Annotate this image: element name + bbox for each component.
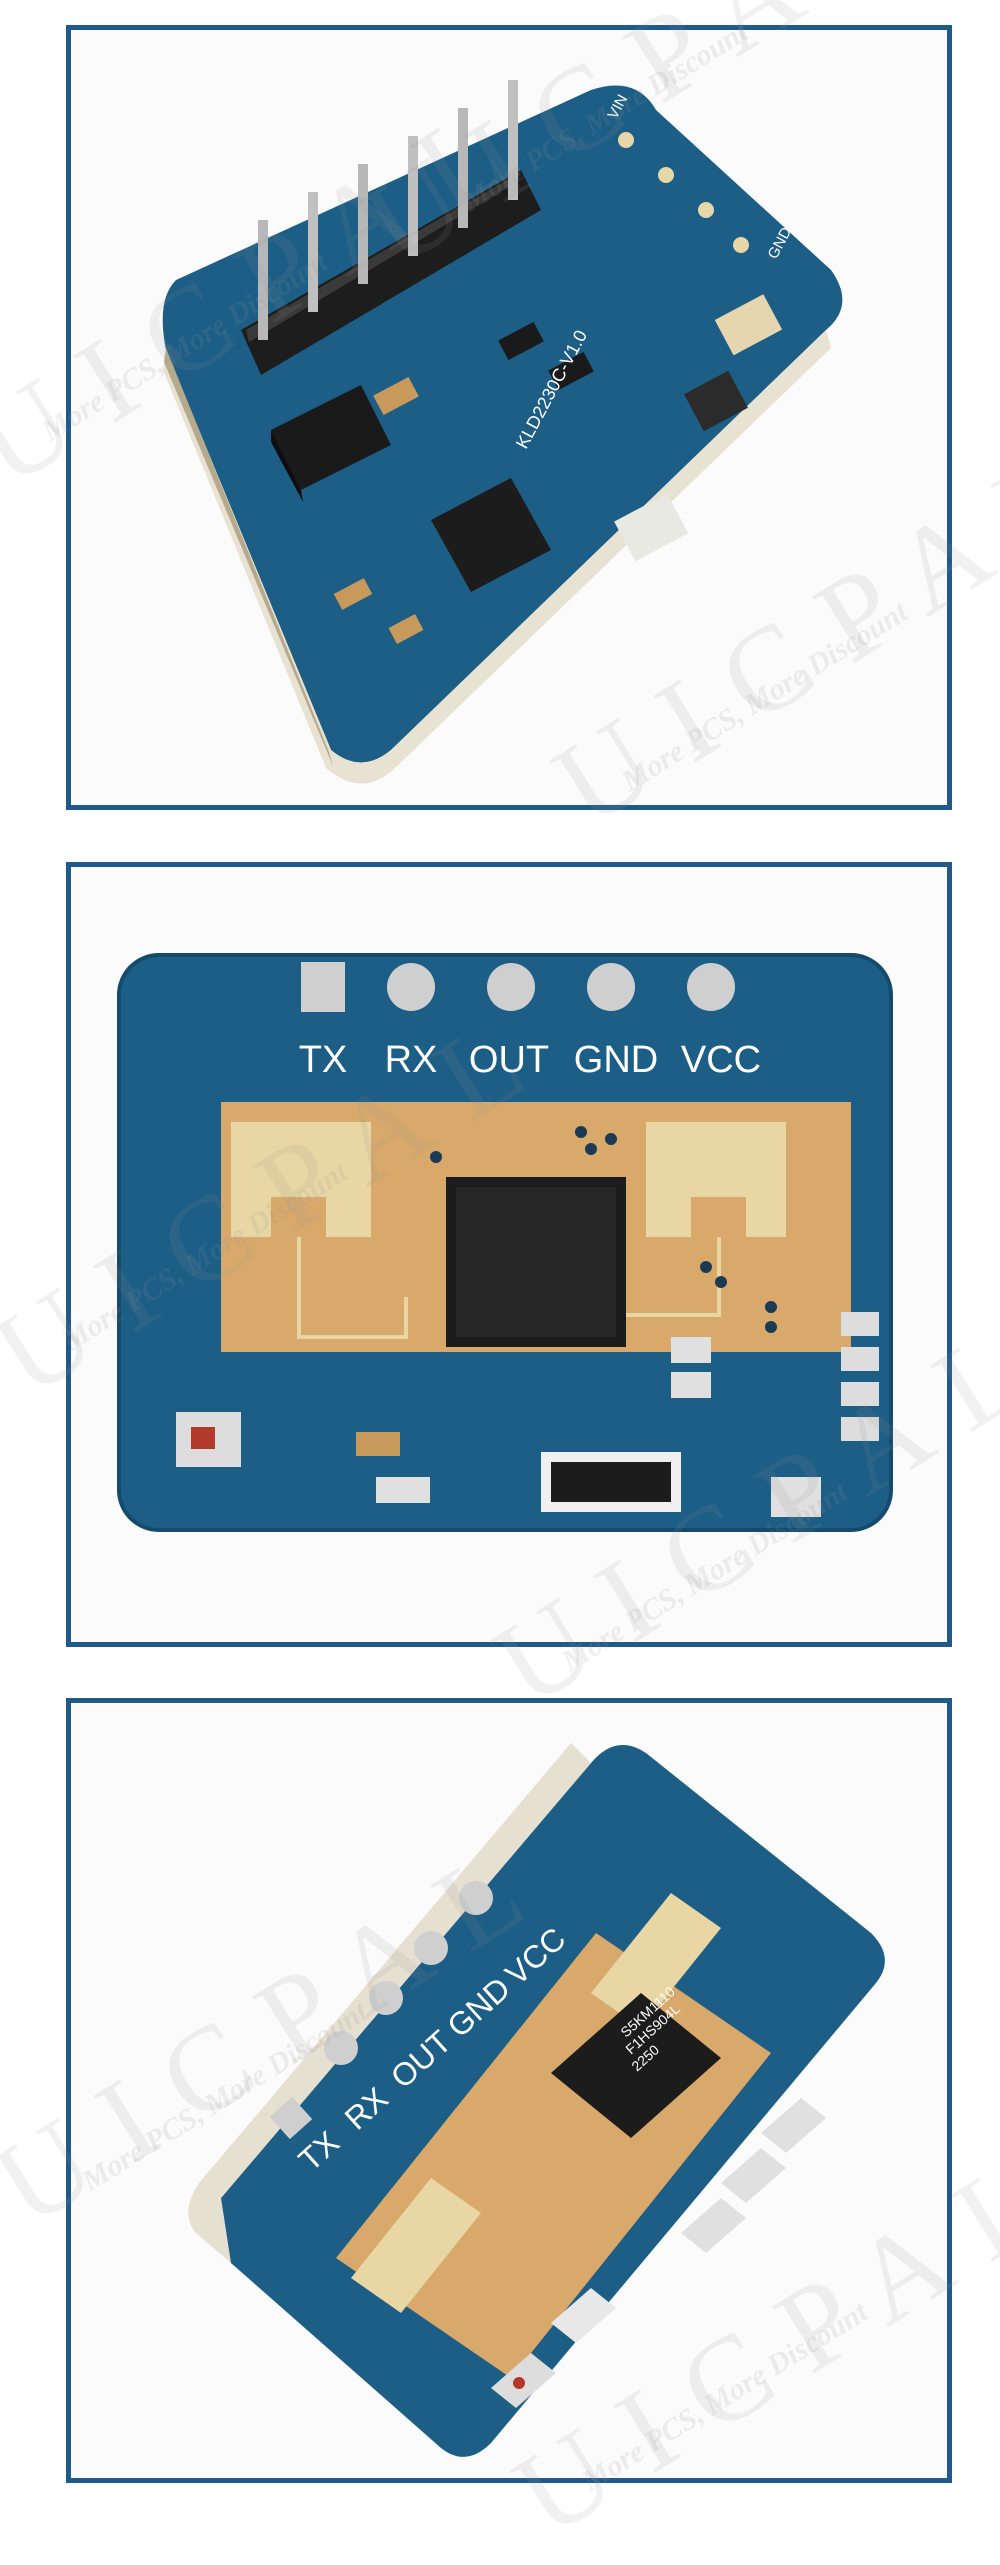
pin-label-out: OUT (469, 1039, 549, 1081)
pin-header (241, 80, 541, 375)
rx-patch-antenna (646, 1122, 786, 1237)
rx-pad (387, 963, 435, 1011)
pin-label-gnd: GND (574, 1039, 658, 1081)
pcb-antenna-side-angled-photo: S5KM1110 F1HS904L 2250 TX RX OUT GND VCC (188, 1743, 885, 2457)
photo-panel-1: VIN GND KLD2230C-V1.0 (66, 25, 952, 810)
out-pad (487, 963, 535, 1011)
pin-label-vcc: VCC (681, 1039, 761, 1081)
tx-pad (269, 2096, 313, 2140)
rx-patch-antenna (591, 1893, 721, 2028)
out-pad (369, 1981, 403, 2015)
rx-pad (324, 2031, 358, 2065)
radar-ic (551, 1993, 721, 2138)
pcb-antenna-side-photo: TX RX OUT GND VCC (117, 953, 893, 1532)
photo-panel-3: S5KM1110 F1HS904L 2250 TX RX OUT GND VCC (66, 1698, 952, 2483)
pin-label-tx: TX (299, 1039, 348, 1081)
tx-pad (301, 962, 345, 1012)
tx-patch-antenna (231, 1122, 371, 1237)
pcb-component-side-photo: VIN GND KLD2230C-V1.0 (162, 80, 843, 784)
vcc-pad (687, 963, 735, 1011)
pin-label-rx: RX (385, 1039, 438, 1081)
photo-panel-2: TX RX OUT GND VCC (66, 862, 952, 1647)
main-ic (431, 478, 551, 592)
tx-patch-antenna (351, 2178, 481, 2313)
gnd-pad (587, 963, 635, 1011)
gnd-pad (414, 1931, 448, 1965)
vcc-pad (459, 1881, 493, 1915)
